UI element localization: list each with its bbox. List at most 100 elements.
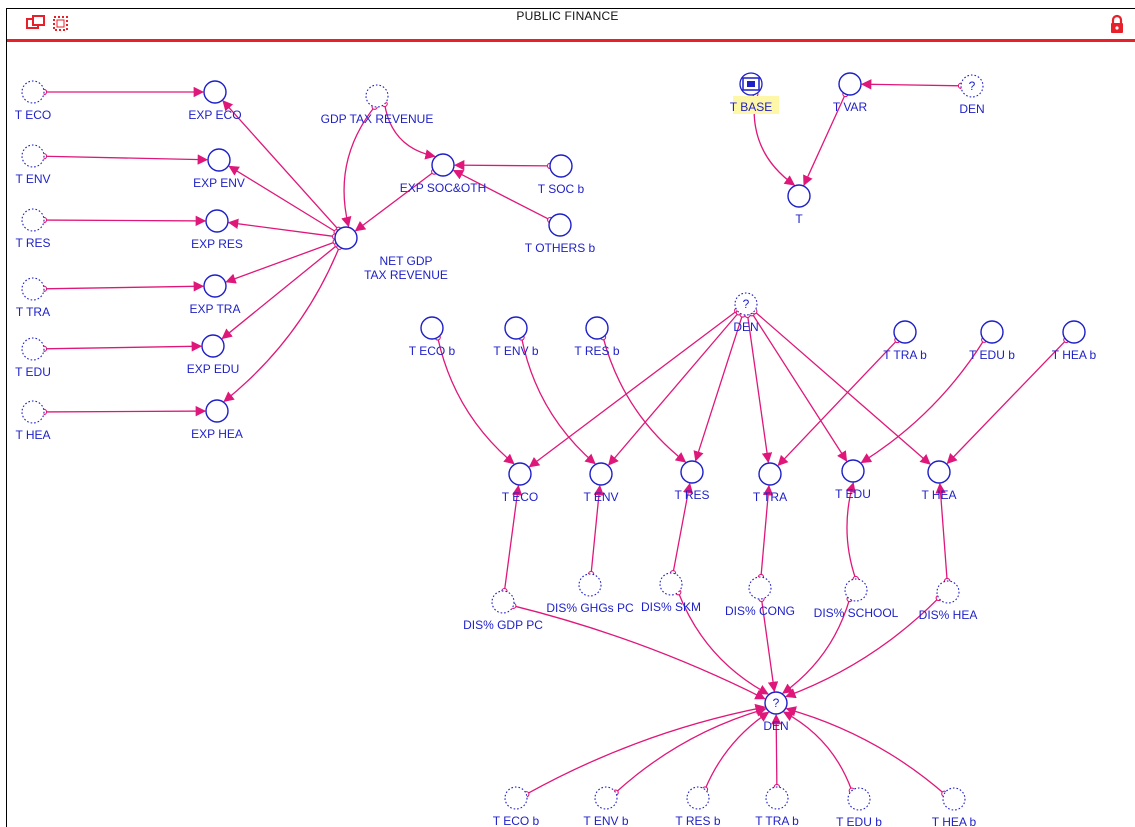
- node-exp_hea[interactable]: EXP HEA: [191, 399, 243, 441]
- node-t_hea[interactable]: T HEA: [921, 460, 957, 502]
- node-t_edu_b2[interactable]: T EDU b: [836, 787, 882, 827]
- causal-loop-diagram[interactable]: T ECO T ENV T RES T TRA T EDU T HEA EXP ECO EXP…: [7, 42, 1135, 827]
- node-exp_res[interactable]: EXP RES: [191, 209, 243, 251]
- link-dis_school-to-t_edu[interactable]: [845, 481, 857, 580]
- node-den_bot[interactable]: ?DEN: [763, 691, 789, 733]
- node-t_hea_b[interactable]: T HEA b: [1052, 320, 1097, 362]
- node-t_env_b2[interactable]: T ENV b: [583, 786, 629, 827]
- link-den_mid-to-t_res[interactable]: [693, 314, 744, 462]
- link-den_mid-to-t_eco[interactable]: [528, 310, 738, 468]
- link-dis_cong-to-den_bot[interactable]: [760, 598, 779, 693]
- node-t_tra[interactable]: T TRA: [753, 462, 787, 504]
- link-t_eco_b-to-t_eco[interactable]: [437, 337, 515, 465]
- node-t_eco[interactable]: T ECO: [502, 462, 538, 504]
- node-t_tra_src[interactable]: T TRA: [16, 277, 50, 319]
- link-t_others_b-to-exp_soc[interactable]: [452, 169, 551, 221]
- link-dis_gdp-to-den_bot[interactable]: [513, 605, 766, 700]
- link-dis_cong-to-t_tra[interactable]: [760, 484, 774, 578]
- node-dis_skm[interactable]: DIS% SKM: [641, 572, 701, 614]
- node-t_res_b2[interactable]: T RES b: [675, 786, 721, 827]
- node-t_eco_b2[interactable]: T ECO b: [493, 786, 540, 827]
- link-net_gdp-to-exp_tra[interactable]: [225, 241, 336, 284]
- node-t_res_b[interactable]: T RES b: [574, 316, 620, 358]
- node-t_edu_src[interactable]: T EDU: [15, 337, 51, 379]
- link-t_env_src-to-exp_env[interactable]: [43, 154, 209, 165]
- link-gdp_tax-to-exp_soc[interactable]: [383, 103, 436, 160]
- link-net_gdp-to-exp_eco[interactable]: [222, 100, 340, 231]
- link-den_top-to-t_var[interactable]: [860, 79, 962, 90]
- node-dis_cong[interactable]: DIS% CONG: [725, 576, 795, 618]
- node-t_env_b[interactable]: T ENV b: [493, 316, 539, 358]
- node-t_edu[interactable]: T EDU: [835, 459, 871, 501]
- windows-icon[interactable]: [26, 15, 46, 31]
- link-t_tra_src-to-exp_tra[interactable]: [43, 281, 205, 292]
- node-t_others_b[interactable]: T OTHERS b: [525, 213, 596, 255]
- link-dis_skm-to-den_bot[interactable]: [677, 592, 769, 695]
- node-t_tra_b2[interactable]: T TRA b: [755, 786, 799, 827]
- link-net_gdp-to-exp_hea[interactable]: [223, 246, 341, 403]
- select-icon[interactable]: [52, 15, 70, 33]
- node-t_res_src[interactable]: T RES: [15, 208, 51, 250]
- link-den_mid-to-t_edu[interactable]: [751, 312, 848, 462]
- link-t_env_b2-to-den_bot[interactable]: [615, 706, 767, 794]
- link-t_edu_b2-to-den_bot[interactable]: [782, 711, 853, 791]
- link-t_res_b2-to-den_bot[interactable]: [704, 711, 770, 790]
- node-label: T: [795, 212, 803, 226]
- node-exp_env[interactable]: EXP ENV: [193, 148, 245, 190]
- link-den_mid-to-t_env[interactable]: [608, 311, 740, 466]
- node-t_hea_b2[interactable]: T HEA b: [932, 787, 977, 827]
- node-dis_gdp[interactable]: DIS% GDP PC: [463, 590, 543, 632]
- link-net_gdp-to-exp_edu[interactable]: [221, 244, 338, 340]
- node-t_soc_b[interactable]: T SOC b: [538, 154, 585, 196]
- link-t_edu_b-to-t_edu[interactable]: [860, 339, 985, 464]
- link-dis_hea-to-den_bot[interactable]: [785, 597, 940, 699]
- node-t_top[interactable]: T: [787, 184, 811, 226]
- node-exp_eco[interactable]: EXP ECO: [188, 80, 242, 122]
- node-dis_school[interactable]: DIS% SCHOOL: [814, 578, 899, 620]
- link-t_env_b-to-t_env[interactable]: [520, 337, 596, 465]
- node-t_env_src[interactable]: T ENV: [15, 144, 51, 186]
- node-dis_ghg[interactable]: DIS% GHGs PC: [546, 573, 634, 615]
- node-gdp_tax[interactable]: GDP TAX REVENUE: [321, 84, 434, 126]
- node-exp_tra[interactable]: EXP TRA: [190, 274, 241, 316]
- link-exp_soc-to-net_gdp[interactable]: [354, 171, 435, 232]
- node-t_edu_b[interactable]: T EDU b: [969, 320, 1015, 362]
- link-t_res_src-to-exp_res[interactable]: [43, 215, 207, 227]
- link-t_hea_b2-to-den_bot[interactable]: [785, 706, 945, 795]
- link-t_res_b-to-t_res[interactable]: [602, 337, 687, 463]
- node-exp_soc[interactable]: EXP SOC&OTH: [400, 153, 486, 195]
- link-den_mid-to-t_tra[interactable]: [746, 314, 773, 464]
- link-t_tra_b2-to-den_bot[interactable]: [771, 713, 782, 788]
- link-net_gdp-to-exp_env[interactable]: [228, 165, 337, 233]
- node-t_eco_src[interactable]: T ECO: [15, 80, 51, 122]
- node-label: EXP RES: [191, 237, 243, 251]
- link-t_hea_src-to-exp_hea[interactable]: [43, 405, 207, 417]
- node-dis_hea[interactable]: DIS% HEA: [919, 580, 978, 622]
- link-den_mid-to-t_hea[interactable]: [753, 310, 931, 465]
- link-gdp_tax-to-net_gdp[interactable]: [341, 106, 376, 228]
- link-t_edu_src-to-exp_edu[interactable]: [43, 341, 203, 352]
- link-t_eco_b2-to-den_bot[interactable]: [526, 703, 766, 795]
- link-t_hea_b-to-t_hea[interactable]: [946, 339, 1067, 465]
- link-dis_gdp-to-t_eco[interactable]: [503, 484, 523, 592]
- node-t_hea_src[interactable]: T HEA: [15, 400, 51, 442]
- node-t_var[interactable]: T VAR: [833, 72, 868, 114]
- link-t_soc_b-to-exp_soc[interactable]: [453, 159, 551, 171]
- link-dis_ghg-to-t_env[interactable]: [590, 484, 605, 575]
- link-dis_skm-to-t_res[interactable]: [672, 482, 694, 574]
- node-den_mid[interactable]: ?DEN: [733, 292, 759, 334]
- node-t_eco_b[interactable]: T ECO b: [409, 316, 456, 358]
- lock-icon[interactable]: [1109, 14, 1125, 34]
- node-t_base[interactable]: T BASE: [730, 72, 779, 114]
- node-exp_edu[interactable]: EXP EDU: [187, 334, 239, 376]
- link-t_tra_b-to-t_tra[interactable]: [777, 339, 898, 467]
- link-dis_hea-to-t_hea[interactable]: [935, 482, 948, 582]
- node-t_env[interactable]: T ENV: [583, 462, 619, 504]
- node-t_res[interactable]: T RES: [674, 460, 710, 502]
- link-t_var-to-t_top[interactable]: [803, 93, 847, 187]
- link-dis_school-to-den_bot[interactable]: [782, 598, 851, 694]
- node-den_top[interactable]: ?DEN: [959, 74, 985, 116]
- link-net_gdp-to-exp_res[interactable]: [227, 218, 336, 238]
- node-t_tra_b[interactable]: T TRA b: [883, 320, 927, 362]
